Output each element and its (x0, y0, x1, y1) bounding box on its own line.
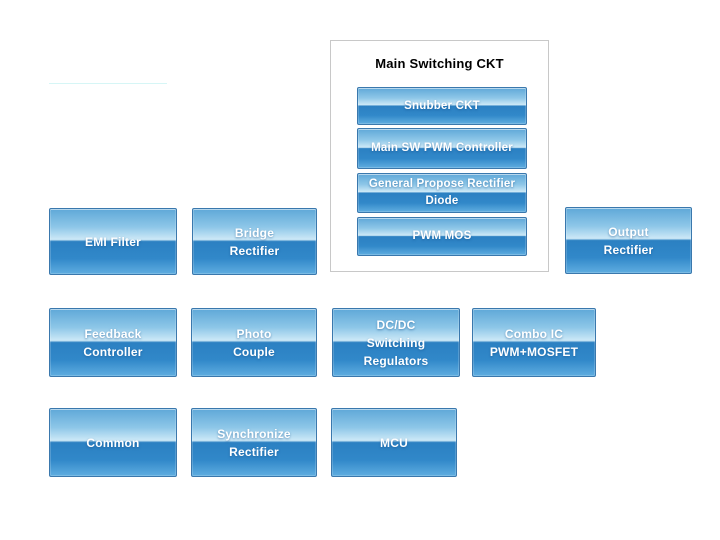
block-mcu[interactable]: MCU (331, 408, 457, 477)
main-switching-ckt-title: Main Switching CKT (375, 56, 504, 71)
block-combo-ic-pwm-mosfet[interactable]: Combo IC PWM+MOSFET (472, 308, 596, 377)
block-pwm-mos[interactable]: PWM MOS (357, 217, 527, 256)
main-switching-ckt-group: Main Switching CKT Snubber CKT Main SW P… (330, 40, 549, 272)
ghost-line (49, 83, 167, 84)
block-snubber-ckt[interactable]: Snubber CKT (357, 87, 527, 125)
block-photo-couple[interactable]: Photo Couple (191, 308, 317, 377)
block-common[interactable]: Common (49, 408, 177, 477)
block-feedback-controller[interactable]: Feedback Controller (49, 308, 177, 377)
block-dcdc-switching-regulators[interactable]: DC/DC Switching Regulators (332, 308, 460, 377)
block-bridge-rectifier[interactable]: Bridge Rectifier (192, 208, 317, 275)
block-output-rectifier[interactable]: Output Rectifier (565, 207, 692, 274)
block-synchronize-rectifier[interactable]: Synchronize Rectifier (191, 408, 317, 477)
block-general-propose-rectifier-diode[interactable]: General Propose Rectifier Diode (357, 173, 527, 213)
block-main-sw-pwm-controller[interactable]: Main SW PWM Controller (357, 128, 527, 169)
block-emi-filter[interactable]: EMI Filter (49, 208, 177, 275)
